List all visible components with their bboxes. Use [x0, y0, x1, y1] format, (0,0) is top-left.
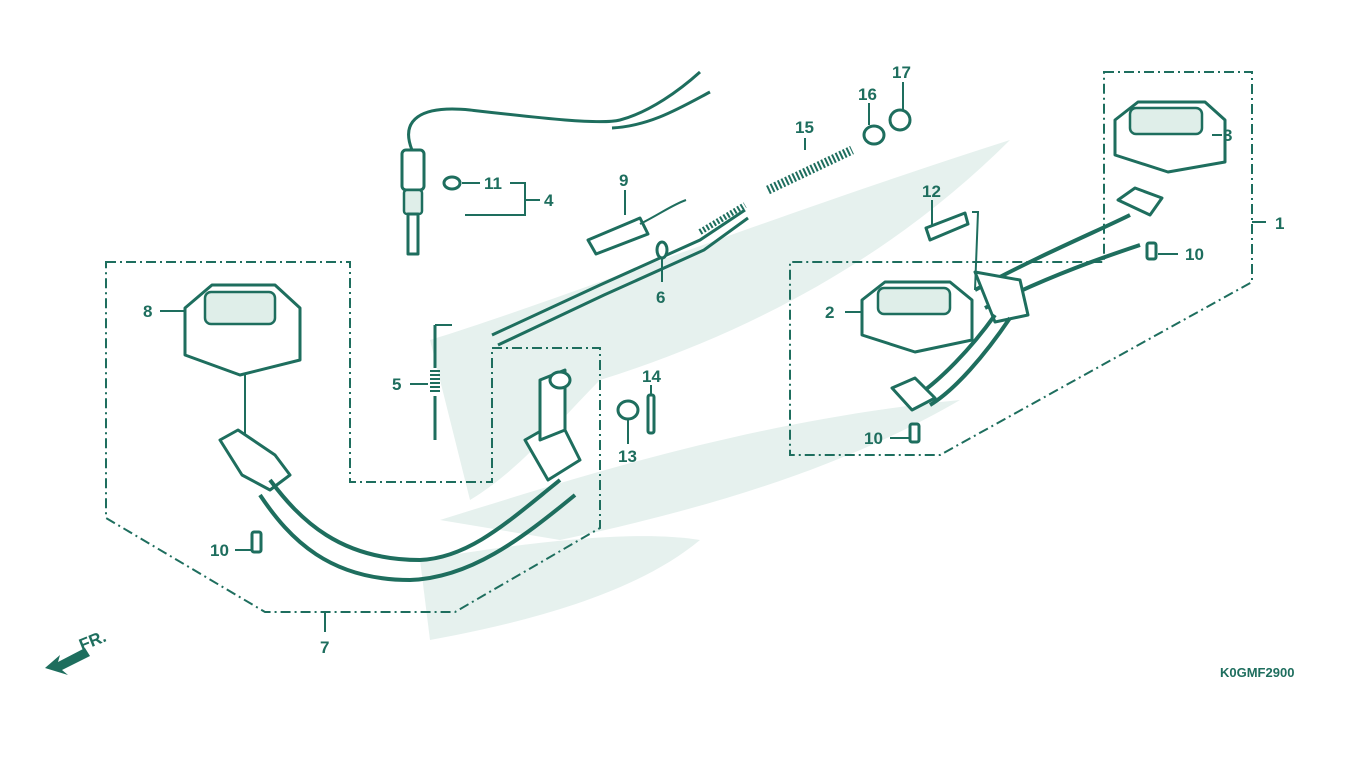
nut-part-17	[888, 108, 912, 132]
callout-6: 6	[656, 288, 665, 307]
front-arrow-icon: FR.	[45, 627, 109, 675]
callout-9: 9	[619, 171, 628, 190]
joint-part-16	[862, 124, 886, 146]
footpeg-rubber-part-8	[183, 283, 302, 377]
callout-12: 12	[922, 182, 941, 201]
front-indicator: FR.	[76, 627, 109, 655]
nut-part-13	[616, 399, 640, 421]
pin-part-14	[646, 393, 656, 435]
callout-1: 1	[1275, 214, 1284, 233]
part-code: K0GMF2900	[1220, 665, 1294, 680]
assembly-frame-right	[789, 71, 1266, 456]
bolt-part-10-upper-right	[1145, 241, 1158, 261]
step-bar-part-1	[890, 186, 1164, 412]
callout-2: 2	[825, 303, 834, 322]
spring-part-15	[766, 145, 854, 195]
bolt-part-12	[924, 211, 970, 242]
callout-3: 3	[1223, 126, 1232, 145]
callout-4: 4	[544, 191, 554, 210]
callout-17: 17	[892, 63, 911, 82]
callout-5: 5	[392, 375, 401, 394]
callout-8: 8	[143, 302, 152, 321]
callout-10-upper-right: 10	[1185, 245, 1204, 264]
watermark-wing	[420, 140, 1010, 640]
cable-clamp-part-9	[586, 199, 687, 256]
step-bar-part-7	[218, 368, 582, 583]
footpeg-rubber-part-3	[1113, 100, 1227, 174]
leader-lines	[160, 82, 1222, 551]
callout-10-left: 10	[210, 541, 229, 560]
callout-14: 14	[642, 367, 661, 386]
callout-15: 15	[795, 118, 814, 137]
bolt-part-10-lower-right	[908, 422, 921, 444]
callout-13: 13	[618, 447, 637, 466]
assembly-frame-left	[105, 261, 601, 632]
callout-10-lower-right: 10	[864, 429, 883, 448]
callout-7: 7	[320, 638, 329, 657]
callout-11: 11	[484, 174, 502, 193]
bolt-part-10-left	[250, 530, 263, 554]
spring-part-5	[430, 324, 452, 440]
stop-switch-part-4	[400, 70, 711, 256]
footpeg-rubber-part-2	[860, 280, 974, 354]
callout-16: 16	[858, 85, 877, 104]
